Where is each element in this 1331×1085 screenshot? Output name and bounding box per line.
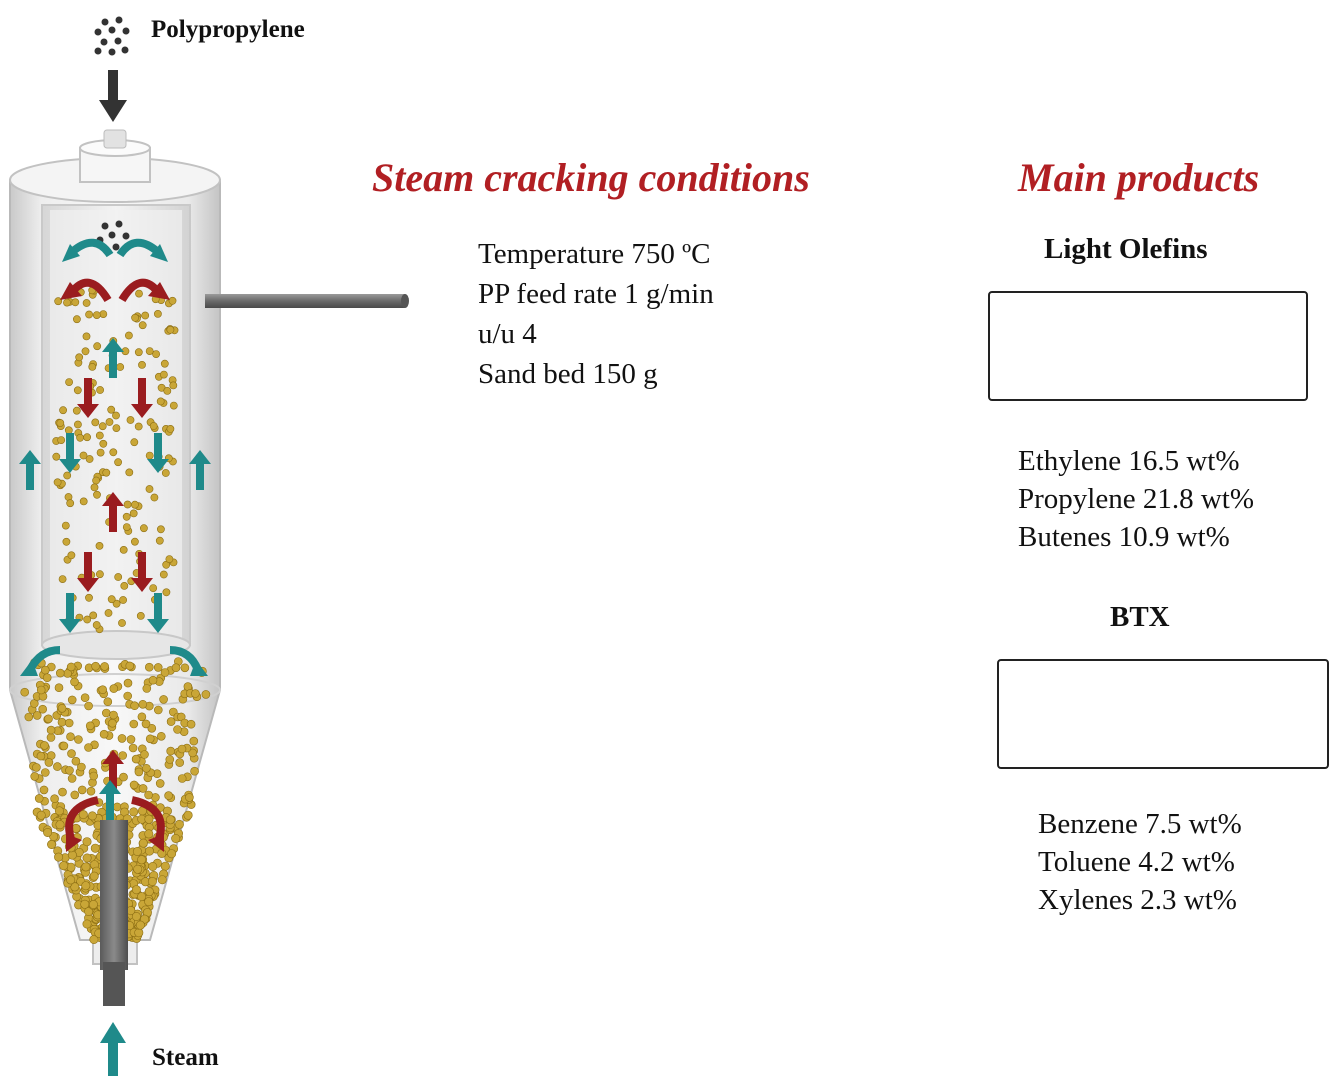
product-benzene: Benzene 7.5 wt% <box>1038 808 1242 840</box>
product-xylenes: Xylenes 2.3 wt% <box>1038 884 1237 916</box>
draft-tube <box>100 820 128 970</box>
steam-label: Steam <box>152 1044 219 1071</box>
conditions-heading: Steam cracking conditions <box>372 155 810 200</box>
group-title-btx: BTX <box>1110 601 1170 633</box>
product-butenes: Butenes 10.9 wt% <box>1018 521 1230 553</box>
product-ethylene: Ethylene 16.5 wt% <box>1018 445 1240 477</box>
gas-outlet-pipe <box>205 294 409 308</box>
feed-arrow-icon <box>99 70 127 122</box>
product-propylene: Propylene 21.8 wt% <box>1018 483 1254 515</box>
light-olefins-molecule-box <box>988 291 1308 401</box>
steam-inlet-pipe <box>103 962 125 1006</box>
feed-label: Polypropylene <box>151 16 305 43</box>
product-toluene: Toluene 4.2 wt% <box>1038 846 1235 878</box>
condition-feed-rate: PP feed rate 1 g/min <box>478 278 714 310</box>
feed-particles-inside <box>96 220 130 251</box>
condition-u-ratio: u/u 4 <box>478 318 537 350</box>
condition-temperature: Temperature 750 ºC <box>478 238 711 270</box>
flow-arrows <box>19 238 211 852</box>
group-title-light-olefins: Light Olefins <box>1044 233 1208 265</box>
steam-arrow-icon <box>100 1022 126 1076</box>
particle-feed-icon <box>94 16 130 56</box>
btx-molecule-box <box>997 659 1329 769</box>
products-heading: Main products <box>1018 155 1260 200</box>
condition-sand-bed: Sand bed 150 g <box>478 358 658 390</box>
